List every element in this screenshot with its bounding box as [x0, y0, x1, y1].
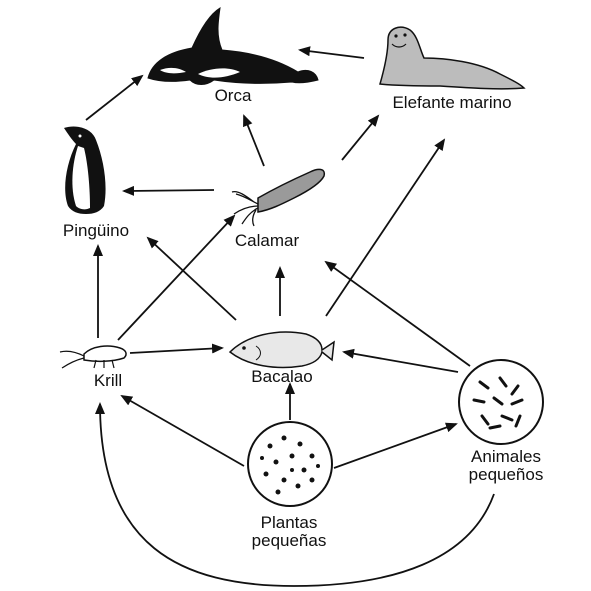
arrow-cod-to-penguin — [146, 236, 237, 321]
label-squid: Calamar — [234, 231, 300, 250]
arrow-krill-to-squid — [117, 214, 236, 341]
squid-illustration — [231, 168, 326, 227]
arrow-cod-to-elephant-seal — [325, 138, 446, 317]
label-small-animals-line2: pequeños — [468, 465, 544, 484]
arrow-penguin-to-orca — [85, 74, 144, 121]
label-krill: Krill — [93, 371, 123, 390]
small-animals-illustration — [458, 359, 544, 445]
arrow-small-animals-to-squid — [324, 260, 471, 367]
label-penguin: Pingüino — [62, 221, 130, 240]
arrow-squid-to-penguin — [122, 185, 215, 196]
orca-illustration — [147, 7, 319, 85]
label-cod: Bacalao — [251, 367, 313, 386]
arrow-elephant-seal-to-orca — [298, 46, 365, 59]
arrow-small-plants-to-krill — [120, 395, 245, 467]
arrow-small-animals-to-krill — [95, 402, 495, 587]
label-orca: Orca — [214, 86, 252, 105]
label-elephant-seal: Elefante marino — [392, 93, 512, 112]
arrow-squid-to-orca — [243, 114, 265, 167]
arrow-small-plants-to-small-animals — [333, 422, 458, 469]
arrow-krill-to-cod — [129, 343, 224, 354]
cod-illustration — [228, 331, 335, 369]
small-plants-illustration — [247, 421, 333, 507]
label-small-plants-line1: Plantas — [260, 513, 318, 532]
arrow-small-animals-to-cod — [342, 348, 459, 373]
label-small-plants-line2: pequeñas — [251, 531, 327, 550]
arrow-squid-to-elephant-seal — [341, 114, 380, 161]
penguin-illustration — [64, 126, 106, 214]
label-small-animals-line1: Animales — [471, 447, 541, 466]
elephant-seal-illustration — [379, 26, 526, 90]
krill-illustration — [59, 345, 127, 369]
